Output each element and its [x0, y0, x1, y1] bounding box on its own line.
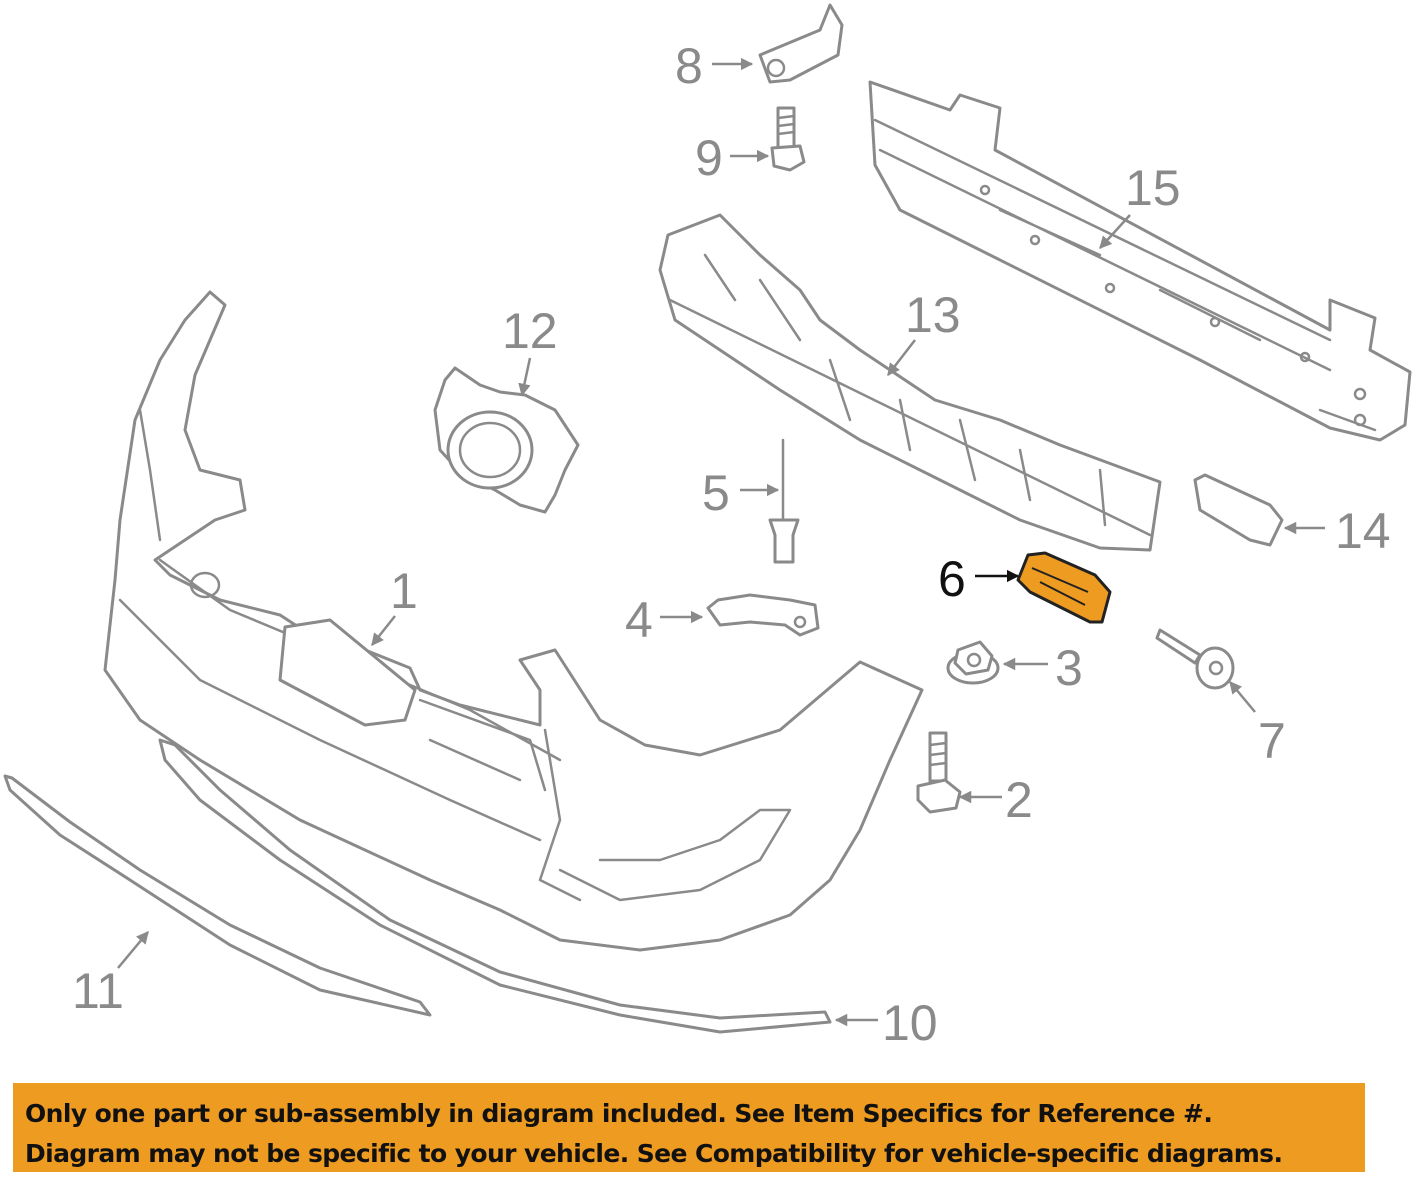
callout-14: 14 — [1335, 503, 1391, 559]
callout-9: 9 — [695, 130, 723, 186]
notice-line-2: Diagram may not be specific to your vehi… — [25, 1139, 1283, 1168]
bolt-part-9 — [770, 106, 806, 172]
callout-5: 5 — [702, 465, 730, 521]
callout-7: 7 — [1258, 713, 1286, 769]
bumper-cover-part-1 — [103, 290, 924, 952]
callout-1: 1 — [390, 563, 418, 619]
fog-lamp-bracket-part-12 — [433, 366, 580, 514]
pin-clip-part-5 — [768, 438, 800, 564]
callout-11: 11 — [72, 963, 124, 1019]
highlighted-bracket-part-6 — [1016, 551, 1112, 624]
screw-part-7 — [1155, 628, 1235, 690]
lower-strip-part-10 — [158, 738, 832, 1034]
callout-4: 4 — [625, 592, 653, 648]
nut-part-3 — [946, 640, 1000, 685]
trim-piece-part-14 — [1193, 473, 1284, 547]
bolt-part-2 — [916, 731, 962, 814]
bracket-part-8 — [758, 3, 844, 84]
notice-banner: Only one part or sub-assembly in diagram… — [13, 1083, 1365, 1172]
callout-10: 10 — [882, 995, 938, 1051]
callout-6: 6 — [938, 551, 966, 607]
notice-line-1: Only one part or sub-assembly in diagram… — [25, 1099, 1213, 1128]
callout-12: 12 — [502, 303, 558, 359]
callout-3: 3 — [1055, 640, 1083, 696]
callout-13: 13 — [905, 287, 961, 343]
callout-15: 15 — [1125, 160, 1181, 216]
lower-trim-part-11 — [3, 774, 432, 1017]
callout-8: 8 — [675, 38, 703, 94]
bracket-part-4 — [706, 593, 820, 637]
energy-absorber-part-13 — [658, 213, 1162, 552]
reinforcement-beam-part-15 — [868, 80, 1412, 442]
leader-lines — [117, 57, 1325, 1027]
callout-2: 2 — [1005, 772, 1033, 828]
